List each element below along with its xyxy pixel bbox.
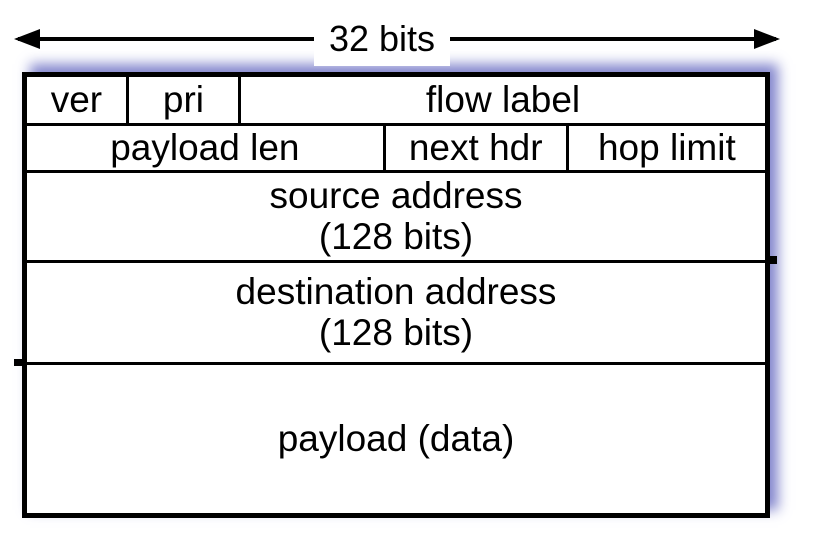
field-payload-length-label: payload len: [110, 126, 300, 168]
header-row-3: source address (128 bits): [27, 170, 765, 260]
field-payload-length: payload len: [27, 126, 383, 170]
header-row-1: ver pri flow label: [27, 77, 765, 123]
field-priority-label: pri: [162, 78, 205, 120]
field-version-label: ver: [50, 78, 103, 120]
field-payload-label: payload (data): [277, 417, 515, 459]
payload-row: payload (data): [27, 362, 765, 513]
left-arrowhead-icon: [14, 29, 40, 49]
field-source-address-label: source address: [269, 174, 523, 216]
header-row-4: destination address (128 bits): [27, 260, 765, 362]
field-version: ver: [27, 77, 126, 123]
field-source-address: source address (128 bits): [27, 173, 765, 260]
field-next-header-label: next hdr: [408, 126, 543, 168]
width-label: 32 bits: [314, 11, 450, 66]
field-payload: payload (data): [27, 365, 765, 513]
border-artifact-left: [14, 359, 23, 366]
field-next-header: next hdr: [382, 126, 566, 170]
border-artifact-right: [769, 256, 777, 264]
field-destination-address: destination address (128 bits): [27, 263, 765, 362]
header-row-2: payload len next hdr hop limit: [27, 123, 765, 170]
field-hop-limit-label: hop limit: [597, 126, 736, 168]
field-destination-address-sublabel: (128 bits): [318, 311, 474, 353]
field-flow-label: flow label: [238, 77, 765, 123]
field-destination-address-label: destination address: [235, 270, 557, 312]
packet-table: ver pri flow label payload len next hdr …: [22, 72, 770, 518]
field-source-address-sublabel: (128 bits): [318, 215, 474, 257]
field-flow-label-label: flow label: [425, 78, 581, 120]
right-arrowhead-icon: [754, 29, 780, 49]
field-priority: pri: [125, 77, 238, 123]
field-hop-limit: hop limit: [565, 126, 765, 170]
